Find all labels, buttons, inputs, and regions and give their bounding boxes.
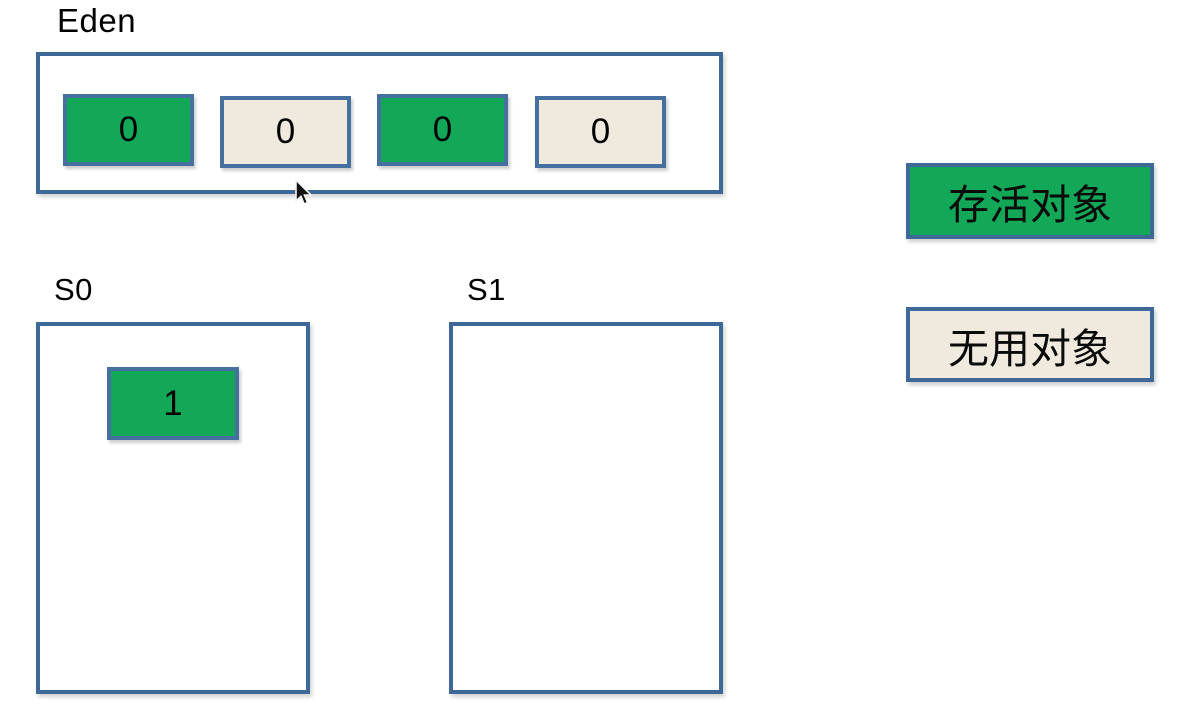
eden-cell: 0 [535,96,666,168]
s0-cell: 1 [107,367,239,440]
s1-box [449,322,723,694]
s0-label: S0 [54,272,93,307]
eden-cell: 0 [63,94,194,166]
legend-garbage-objects: 无用对象 [906,307,1154,382]
s1-label: S1 [467,272,506,307]
eden-cell: 0 [377,94,508,166]
eden-label: Eden [57,2,137,39]
eden-cell: 0 [220,96,351,168]
s0-box: 1 [36,322,310,694]
eden-box: 0 0 0 0 [36,52,723,194]
legend-live-objects: 存活对象 [906,163,1154,239]
